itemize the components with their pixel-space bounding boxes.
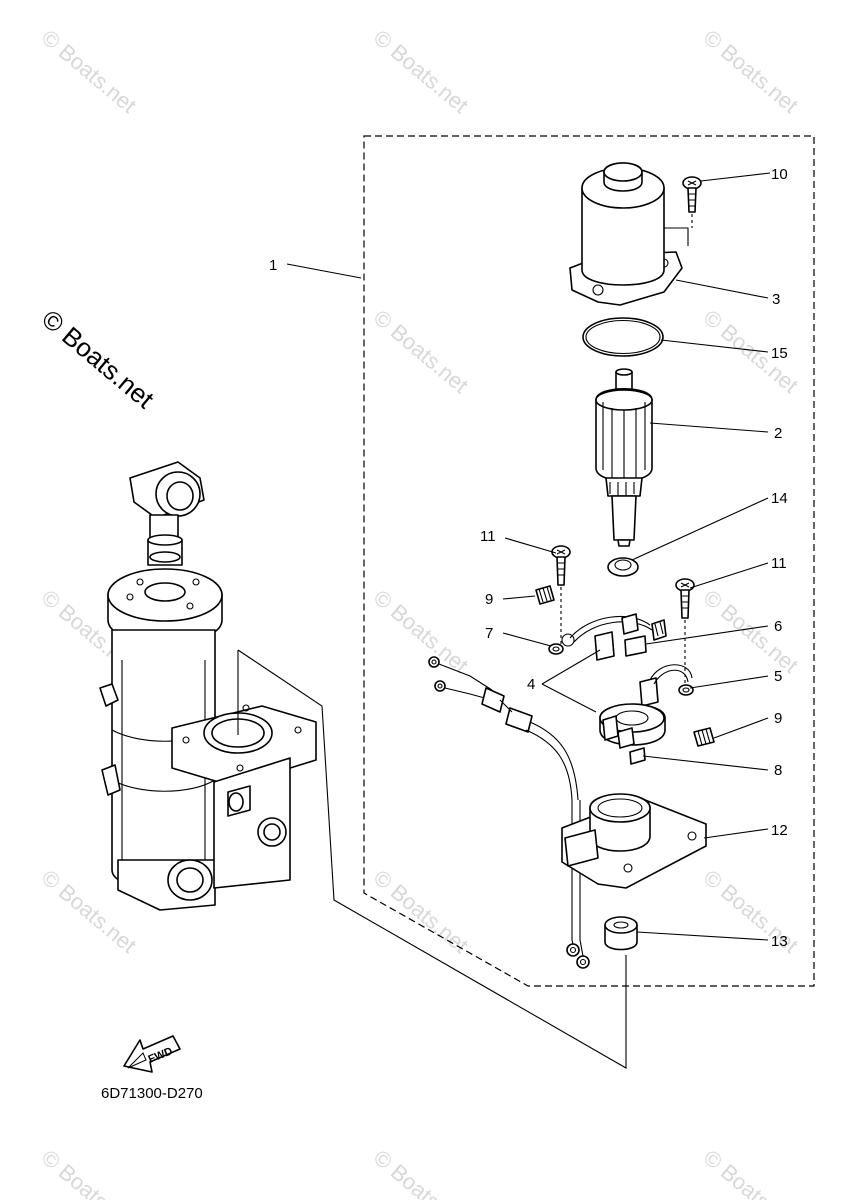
callout-numbers: 1 10 3 15 2 14 11 11 9 7 6 4 5 9 8 12 13 <box>269 166 788 950</box>
watermark-text: © Boats.net <box>699 25 803 118</box>
part-7-washer-right <box>678 684 694 696</box>
callout-14: 14 <box>771 490 788 507</box>
part-5-brush <box>639 664 693 707</box>
part-12-motor-base <box>561 793 707 889</box>
watermark-text: © Boats.net <box>369 1145 473 1200</box>
callout-3: 3 <box>772 291 780 308</box>
callout-7: 7 <box>485 625 493 642</box>
cylinder-top-eye <box>129 461 205 546</box>
pump-housing <box>171 704 317 889</box>
callout-15: 15 <box>771 345 788 362</box>
assembly-guide-line <box>237 649 627 1069</box>
callout-1: 1 <box>269 257 277 274</box>
part-9-spring-upper <box>535 585 555 605</box>
callout-12: 12 <box>771 822 788 839</box>
watermark-text: © Boats.net <box>699 1145 803 1200</box>
callout-2: 2 <box>774 425 782 442</box>
watermark-text: © Boats.net <box>37 25 141 118</box>
part-7-washer <box>548 643 564 655</box>
part-11-screw-left <box>551 545 571 650</box>
fwd-arrow-icon: FWD <box>123 1035 181 1073</box>
part-11-screw-right <box>675 578 695 685</box>
part-8-brush-holder <box>599 703 666 765</box>
part-9-spring-lower <box>693 727 715 747</box>
cylinder-side-boss <box>99 683 119 707</box>
part-2-armature <box>595 368 653 547</box>
part-14-washer <box>607 557 639 577</box>
diagram-code: 6D71300-D270 <box>101 1085 203 1102</box>
part-4-brush-lead <box>561 613 667 661</box>
watermark-text: © Boats.net <box>369 865 473 958</box>
watermark-text: © Boats.net <box>369 585 473 678</box>
callout-4: 4 <box>527 676 535 693</box>
main-watermark: © Boats.net <box>36 304 160 415</box>
cylinder-bottom-eye <box>117 859 216 911</box>
assembly-boundary <box>363 135 815 987</box>
leader-lines <box>286 172 771 941</box>
part-10-screw <box>682 176 702 228</box>
callout-11-right: 11 <box>771 555 787 572</box>
callout-8: 8 <box>774 762 782 779</box>
watermark-text: © Boats.net <box>369 305 473 398</box>
callout-9-lower: 9 <box>774 710 782 727</box>
part-13-bushing <box>604 916 638 951</box>
callout-5: 5 <box>774 668 782 685</box>
part-3-motor-yoke <box>569 162 689 306</box>
watermark-text: © Boats.net <box>369 25 473 118</box>
part-15-o-ring <box>582 317 664 357</box>
callout-10: 10 <box>771 166 788 183</box>
callout-9-upper: 9 <box>485 591 493 608</box>
tilt-cylinder-assembly <box>99 461 317 911</box>
callout-13: 13 <box>771 933 788 950</box>
watermark-text: © Boats.net <box>37 1145 141 1200</box>
callout-11-left: 11 <box>480 528 496 545</box>
cylinder-cap <box>107 551 223 644</box>
part-6-brush <box>624 635 647 657</box>
callout-6: 6 <box>774 618 782 635</box>
watermark-text: © Boats.net <box>699 585 803 678</box>
